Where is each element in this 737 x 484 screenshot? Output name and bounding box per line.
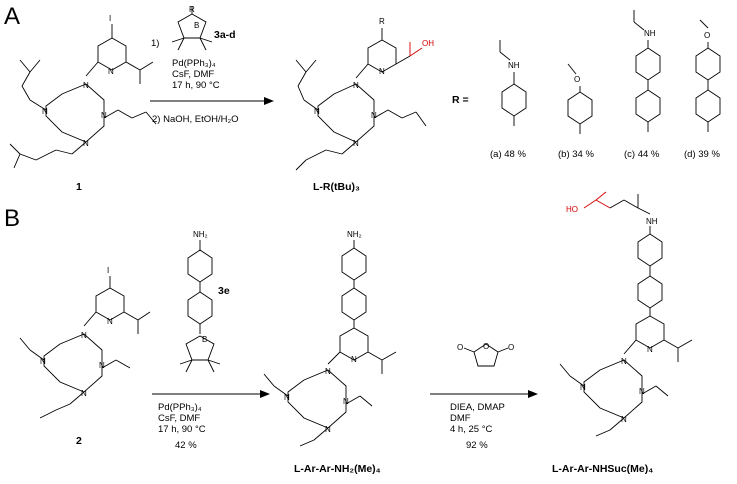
product-cyclen-n3: N bbox=[353, 139, 359, 148]
final-product-label: L-Ar-Ar-NHSuc(Me)₄ bbox=[552, 463, 653, 475]
final-product-structure: N N N N N bbox=[559, 191, 693, 437]
b-cyclen-n2: N bbox=[99, 361, 105, 370]
final-pyridine-n: N bbox=[647, 345, 653, 354]
reagent-3e-nh2: NH₂ bbox=[193, 230, 208, 239]
cyclen-n1: N bbox=[83, 81, 89, 90]
b-pyridine-n: N bbox=[107, 317, 113, 326]
arrow-head-b1 bbox=[260, 390, 270, 398]
carboxylic-oh: OH bbox=[422, 39, 434, 48]
final-nh: NH bbox=[646, 217, 658, 226]
int-cyclen-n3: N bbox=[325, 425, 331, 434]
compound-1-structure: I N N N N N bbox=[9, 14, 157, 169]
product-cyclen-n2: N bbox=[371, 111, 377, 120]
cyclen-n4: N bbox=[42, 107, 48, 116]
substituent-d-label: (d) 39 % bbox=[684, 149, 720, 160]
panel-b-label: B bbox=[4, 205, 20, 232]
intermediate-label: L-Ar-Ar-NH₂(Me)₄ bbox=[294, 463, 381, 475]
reagent-r-label: R bbox=[189, 5, 195, 14]
product-cyclen-n1: N bbox=[353, 81, 359, 90]
pyridine-n: N bbox=[108, 67, 114, 76]
product-r-label: R bbox=[379, 17, 385, 26]
cond-a-step2: 2) NaOH, EtOH/H₂O bbox=[152, 114, 239, 125]
cond-b2-base: DIEA, DMAP bbox=[450, 402, 505, 413]
reagent-3a-d-label: 3a-d bbox=[214, 29, 236, 41]
compound-2-label: 2 bbox=[76, 435, 82, 447]
cond-a-time: 17 h, 90 °C bbox=[172, 80, 220, 91]
product-cyclen-n4: N bbox=[314, 107, 320, 116]
reagent-3e-boron: B bbox=[202, 335, 207, 344]
int-cyclen-n1: N bbox=[325, 367, 331, 376]
step1-prefix: 1) bbox=[151, 38, 159, 49]
iodine-atom: I bbox=[109, 14, 111, 23]
cond-a-base: CsF, DMF bbox=[172, 69, 214, 80]
cyclen-n3: N bbox=[83, 139, 89, 148]
boron-atom: B bbox=[194, 21, 199, 30]
final-ho: HO bbox=[566, 205, 578, 214]
substituent-c-label: (c) 44 % bbox=[624, 149, 660, 160]
b-iodine-atom: I bbox=[107, 266, 109, 275]
substituent-b-label: (b) 34 % bbox=[558, 149, 594, 160]
anhydride-o-left: O bbox=[457, 343, 463, 352]
intermediate-nh2: NH₂ bbox=[347, 230, 362, 239]
cond-b2-time: 4 h, 25 °C bbox=[450, 424, 492, 435]
succinic-anhydride-structure bbox=[463, 343, 509, 367]
product-pyridine-n: N bbox=[379, 67, 385, 76]
final-cyclen-n3: N bbox=[621, 415, 627, 424]
boronate-3a-d-structure bbox=[171, 6, 213, 51]
compound-1-label: 1 bbox=[76, 181, 82, 193]
cyclen-n2: N bbox=[101, 111, 107, 120]
cond-b1-time: 17 h, 90 °C bbox=[158, 424, 206, 435]
substituent-b: O bbox=[567, 63, 593, 134]
product-a-label: L-R(tBu)₃ bbox=[313, 181, 360, 193]
anhydride-ring-o: O bbox=[483, 342, 489, 351]
substituent-a-label: (a) 48 % bbox=[490, 149, 526, 160]
b-cyclen-n4: N bbox=[40, 357, 46, 366]
int-cyclen-n4: N bbox=[284, 393, 290, 402]
sub-c-nh: NH bbox=[644, 29, 656, 38]
panel-a-label: A bbox=[4, 3, 20, 30]
r-equals-label: R = bbox=[452, 94, 469, 106]
substituent-c: NH bbox=[633, 10, 661, 132]
product-l-r-tbu3-structure: N N N N N bbox=[295, 28, 427, 171]
cond-a-catalyst: Pd(PPh₃)₄ bbox=[172, 58, 216, 69]
final-cyclen-n2: N bbox=[639, 387, 645, 396]
int-cyclen-n2: N bbox=[343, 397, 349, 406]
reagent-3e-label: 3e bbox=[218, 285, 230, 297]
anhydride-o-right: O bbox=[508, 343, 514, 352]
final-cyclen-n1: N bbox=[621, 357, 627, 366]
substituent-a: NH bbox=[499, 40, 527, 126]
b-cyclen-n1: N bbox=[81, 331, 87, 340]
compound-2-structure: I N N N N N bbox=[19, 266, 151, 419]
final-cyclen-n4: N bbox=[580, 383, 586, 392]
int-pyridine-n: N bbox=[351, 355, 357, 364]
sub-b-o: O bbox=[574, 75, 580, 84]
sub-d-o: O bbox=[704, 31, 710, 40]
arrow-head-b2 bbox=[528, 390, 538, 398]
arrow-head-a bbox=[264, 97, 274, 105]
b-cyclen-n3: N bbox=[81, 389, 87, 398]
cond-b2-yield: 92 % bbox=[466, 440, 488, 451]
cond-b2-solvent: DMF bbox=[450, 413, 471, 424]
sub-a-nh: NH bbox=[508, 61, 520, 70]
cond-b1-catalyst: Pd(PPh₃)₄ bbox=[158, 402, 202, 413]
reagent-3e-structure bbox=[179, 240, 221, 373]
substituent-d: O bbox=[695, 19, 721, 132]
cond-b1-yield: 42 % bbox=[175, 440, 197, 451]
intermediate-structure: N N N N N bbox=[263, 240, 397, 447]
cond-b1-base: CsF, DMF bbox=[158, 413, 200, 424]
